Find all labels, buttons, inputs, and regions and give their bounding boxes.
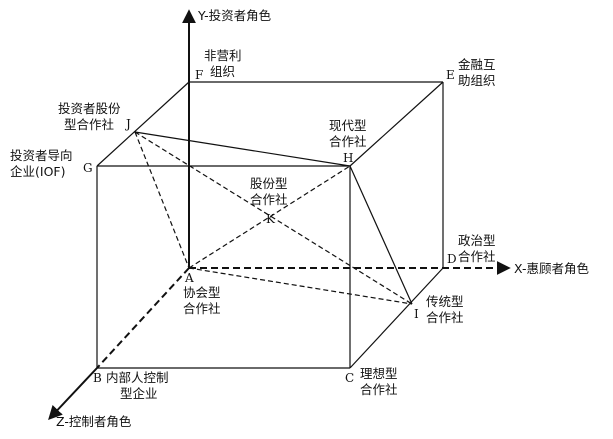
dash-J-A — [134, 131, 190, 269]
point-K: K — [266, 212, 276, 226]
dash-J-I — [134, 131, 413, 305]
label-C: 理想型 合作社 — [360, 366, 402, 397]
point-C: C — [345, 371, 354, 385]
z-axis-front — [48, 367, 98, 421]
point-E: E — [446, 68, 455, 82]
label-E: 金融互 助组织 — [458, 57, 500, 88]
label-A: 协会型 合作社 — [183, 285, 225, 316]
line-H-I — [349, 165, 413, 305]
point-D: D — [447, 252, 457, 266]
z-axis-hidden — [96, 267, 190, 369]
point-I: I — [414, 307, 419, 321]
label-K: 股份型 合作社 — [250, 176, 292, 207]
label-D: 政治型 合作社 — [458, 233, 500, 264]
dash-A-I — [188, 267, 413, 305]
edge-C-D — [349, 267, 444, 369]
edge-G-F — [96, 81, 190, 167]
line-J-H — [134, 131, 351, 167]
point-A: A — [184, 271, 194, 285]
label-H: 现代型 合作社 — [329, 118, 371, 149]
x-axis-label: X-惠顾者角色 — [514, 261, 589, 276]
z-axis-label: Z-控制者角色 — [56, 414, 132, 429]
point-H: H — [343, 151, 353, 165]
point-J: J — [124, 117, 131, 131]
label-F: 非营利 组织 — [204, 48, 246, 79]
edge-H-E — [349, 81, 444, 167]
point-G: G — [83, 161, 93, 175]
label-B: 内部人控制 型企业 — [106, 370, 173, 401]
label-J: 投资者股份 型合作社 — [58, 101, 125, 132]
point-F: F — [195, 68, 203, 82]
label-I: 传统型 合作社 — [426, 294, 468, 325]
y-axis-label: Y-投资者角色 — [197, 8, 272, 23]
point-B: B — [93, 371, 102, 385]
label-G: 投资者导向 企业(IOF) — [10, 148, 77, 179]
